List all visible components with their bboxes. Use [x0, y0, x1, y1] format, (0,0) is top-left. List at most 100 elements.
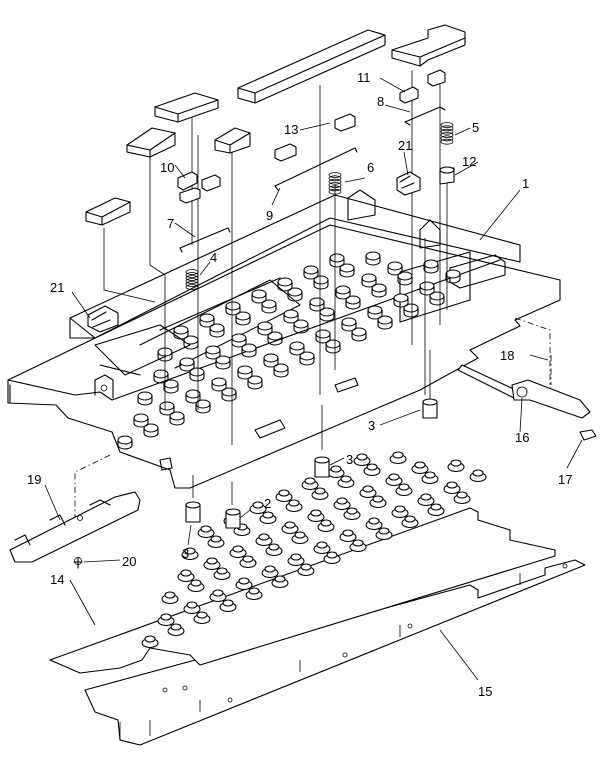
key-plunger: [367, 305, 383, 320]
membrane-dome: [187, 579, 205, 593]
membrane-dome: [389, 451, 407, 465]
membrane-dome: [323, 551, 341, 565]
membrane-dome: [245, 587, 263, 601]
callout-14: 14: [50, 572, 64, 587]
key-plunger: [277, 277, 293, 292]
key-plunger: [185, 389, 201, 404]
key-plunger: [209, 323, 225, 338]
membrane-dome: [363, 463, 381, 477]
key-plunger: [287, 287, 303, 302]
coil-spring: [440, 122, 454, 145]
membrane-dome: [271, 575, 289, 589]
membrane-dome: [453, 491, 471, 505]
bottom-plate-15: [84, 559, 586, 746]
membrane-dome: [327, 465, 345, 479]
membrane-dome: [359, 485, 377, 499]
membrane-dome: [313, 541, 331, 555]
key-plunger: [195, 399, 211, 414]
membrane-dome: [311, 487, 329, 501]
membrane-dome: [395, 483, 413, 497]
callout-7: 7: [167, 216, 174, 231]
key-plunger: [263, 353, 279, 368]
key-plunger: [117, 435, 133, 450]
callout-11: 11: [357, 70, 371, 85]
membrane-dome: [239, 555, 257, 569]
membrane-dome: [447, 459, 465, 473]
key-plunger: [299, 351, 315, 366]
key-plunger: [303, 265, 319, 280]
membrane-dome: [307, 509, 325, 523]
key-plunger: [445, 269, 461, 284]
key-plunger: [163, 379, 179, 394]
key-plunger: [137, 391, 153, 406]
key-plunger: [329, 253, 345, 268]
membrane-dome: [167, 623, 185, 637]
key-plunger: [247, 375, 263, 390]
membrane-dome: [213, 567, 231, 581]
callout-21b: 21: [398, 138, 412, 153]
callout-9: 9: [266, 208, 273, 223]
key-plunger: [419, 281, 435, 296]
key-plunger: [173, 325, 189, 340]
membrane-dome: [317, 519, 335, 533]
membrane-dome: [229, 545, 247, 559]
membrane-dome: [207, 535, 225, 549]
callout-16: 16: [515, 430, 529, 445]
membrane-dome: [275, 489, 293, 503]
membrane-dome: [411, 461, 429, 475]
membrane-dome: [157, 613, 175, 627]
key-plunger: [211, 377, 227, 392]
membrane-dome: [161, 591, 179, 605]
key-plunger: [199, 313, 215, 328]
key-plunger: [423, 259, 439, 274]
membrane-dome: [281, 521, 299, 535]
key-plunger: [325, 339, 341, 354]
membrane-dome: [421, 471, 439, 485]
key-plunger: [335, 285, 351, 300]
callout-labels: 1 2 3 3 3 4 5 6 7 8 9 10 11 12 13 14 15 …: [27, 70, 572, 699]
callout-5: 5: [472, 120, 479, 135]
key-plunger: [345, 295, 361, 310]
key-plunger: [221, 387, 237, 402]
membrane-dome: [365, 517, 383, 531]
membrane-dome: [353, 453, 371, 467]
membrane-dome: [297, 563, 315, 577]
membrane-dome: [401, 515, 419, 529]
membrane-dome: [197, 525, 215, 539]
membrane-dome: [349, 539, 367, 553]
membrane-dome: [177, 569, 195, 583]
key-plunger: [377, 315, 393, 330]
callout-1: 1: [522, 176, 529, 191]
key-plunger: [393, 293, 409, 308]
callout-6: 6: [367, 160, 374, 175]
membrane-dome: [333, 497, 351, 511]
membrane-dome: [249, 501, 267, 515]
key-plunger: [159, 401, 175, 416]
callout-10: 10: [160, 160, 174, 175]
key-plunger: [365, 251, 381, 266]
membrane-dome: [183, 601, 201, 615]
small-parts: [9, 69, 597, 569]
membrane-dome: [301, 477, 319, 491]
membrane-dome: [417, 493, 435, 507]
leader-lines: [44, 77, 583, 681]
key-plunger: [169, 411, 185, 426]
coil-spring: [328, 172, 342, 195]
key-plunger: [387, 261, 403, 276]
membrane-dome: [193, 611, 211, 625]
key-plunger: [293, 319, 309, 334]
callout-20: 20: [122, 554, 136, 569]
membrane-dome: [375, 527, 393, 541]
keyboard-frame-1: [7, 189, 561, 489]
key-plunger: [273, 363, 289, 378]
callout-3c: 3: [182, 546, 189, 561]
callout-18: 18: [500, 348, 514, 363]
key-plunger: [361, 273, 377, 288]
explode-lines: [74, 70, 551, 520]
key-plunger: [283, 309, 299, 324]
key-plunger: [261, 299, 277, 314]
membrane-dome: [203, 557, 221, 571]
key-plunger: [371, 283, 387, 298]
